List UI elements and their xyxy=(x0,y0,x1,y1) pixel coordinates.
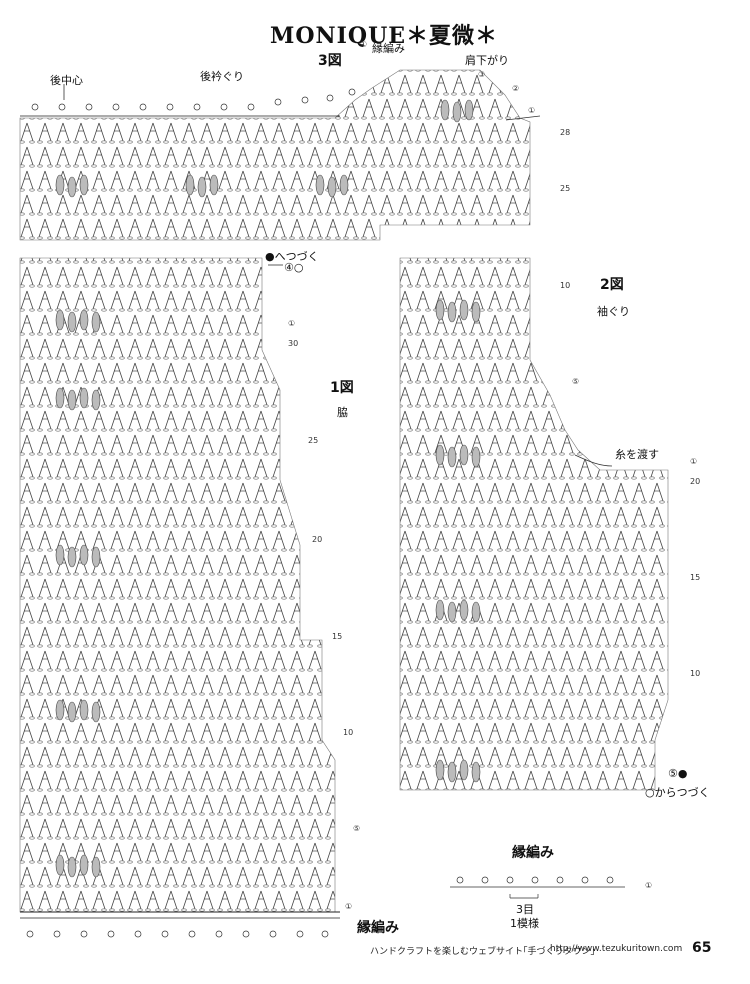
figure-3-part-label: 後衿ぐり xyxy=(200,70,244,83)
back-center-label: 後中心 xyxy=(50,74,83,87)
motifs xyxy=(55,99,481,878)
row-number: 10 xyxy=(690,669,701,678)
edging-bottom-label: 縁編み xyxy=(357,920,399,936)
figure-2-part-label: 袖ぐり xyxy=(597,305,630,318)
figure-1-label: 1図 xyxy=(330,380,354,396)
edging-bottom-picots xyxy=(26,930,329,938)
figure-2-outline xyxy=(399,257,669,791)
row-number: ① xyxy=(345,902,353,911)
row-number: ① xyxy=(288,319,296,328)
repeat-count-label: 3目 xyxy=(516,903,534,916)
figure-2-label: 2図 xyxy=(600,277,624,293)
repeat-unit-label: 1模様 xyxy=(510,917,539,930)
shoulder-dec-label: 肩下がり xyxy=(465,54,509,67)
row-number: ⑤ xyxy=(353,824,361,833)
row-number: 10 xyxy=(560,281,571,290)
figure-2-armhole xyxy=(399,257,669,791)
heave-label: ●へつづく xyxy=(265,250,319,263)
page-number: 65 xyxy=(692,940,712,956)
row-number: ① xyxy=(645,881,653,890)
continue-from-number: ⑤● xyxy=(668,767,688,780)
figure-3-label: 3図 xyxy=(318,53,342,69)
figure-1-part-label: 脇 xyxy=(337,406,348,419)
row-number: ⑤ xyxy=(572,377,580,386)
heave-number: ④○ xyxy=(284,261,304,274)
footer-url[interactable]: http://www.tezukuritown.com xyxy=(550,944,683,954)
row-number: 30 xyxy=(288,339,299,348)
edging-top-picots xyxy=(31,88,356,111)
row-number: 10 xyxy=(343,728,354,737)
edging-top-label: 縁編み xyxy=(372,42,405,55)
row-number: 25 xyxy=(308,436,319,445)
row-number: ② xyxy=(512,84,520,93)
page-title: MONIQUE＊夏微＊ xyxy=(270,23,499,49)
figure-2-carry-yarn xyxy=(574,454,613,467)
row-number: ③ xyxy=(478,70,486,79)
row-number: 25 xyxy=(560,184,571,193)
row-number: 20 xyxy=(690,477,701,486)
figure-1-body xyxy=(19,257,340,919)
figure-3-neckline xyxy=(19,69,531,241)
edging-section-label: 縁編み xyxy=(512,845,554,861)
arrows xyxy=(63,84,541,266)
row-number: ① xyxy=(690,457,698,466)
figure-3-outline xyxy=(19,69,531,241)
edging-sample xyxy=(450,876,625,899)
figure-1-outline xyxy=(19,257,336,913)
continue-from-label: ○からつづく xyxy=(645,786,710,799)
row-number: 15 xyxy=(690,573,701,582)
carry-yarn-label: 糸を渡す xyxy=(615,448,659,461)
row-number: ① xyxy=(528,106,536,115)
row-number: 20 xyxy=(312,535,323,544)
footer-site-text: ハンドクラフトを楽しむウェブサイト｢手づくりタウン｣ xyxy=(370,947,596,957)
row-number: 15 xyxy=(332,632,343,641)
row-number: ① xyxy=(360,40,368,49)
row-number: 28 xyxy=(560,128,571,137)
